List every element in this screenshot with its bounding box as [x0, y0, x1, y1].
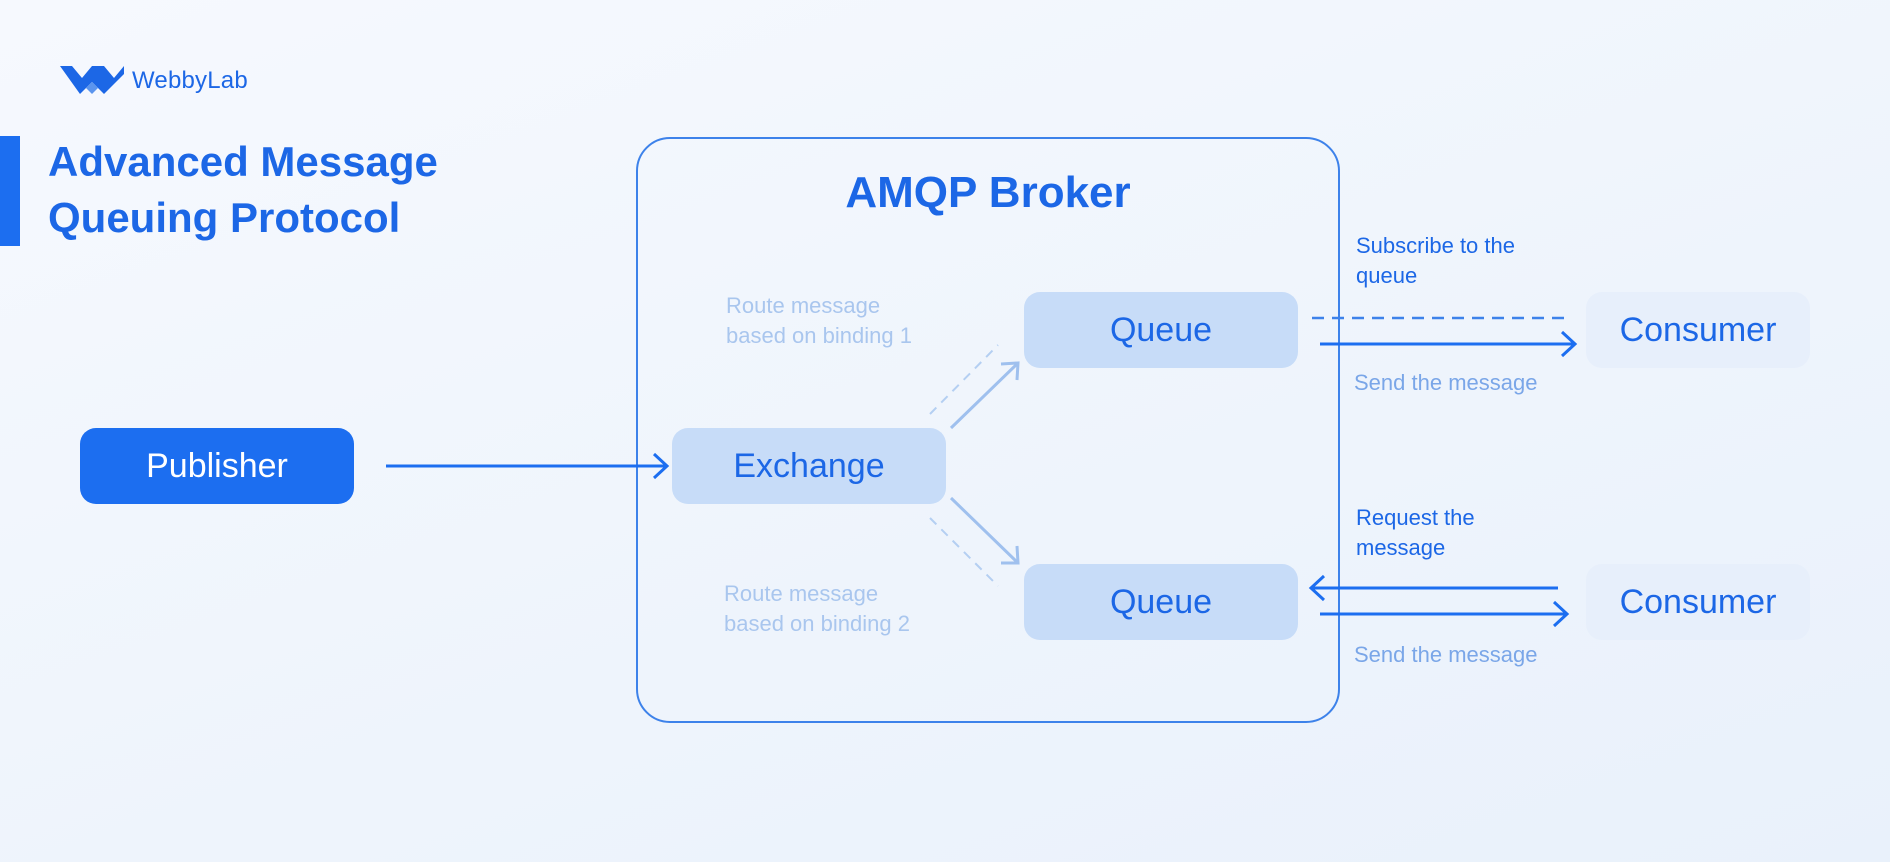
route-binding-2-line-2: based on binding 2: [724, 611, 910, 636]
arrowhead-exchange-to-queue-1: [1000, 361, 1020, 381]
send-message-label-2: Send the message: [1354, 642, 1538, 667]
logo-text: WebbyLab: [132, 67, 248, 94]
arrowhead-queue-1-to-consumer-1: [1560, 330, 1578, 358]
dashed-binding-2: [929, 517, 999, 587]
webbylab-logo-icon: [60, 66, 124, 94]
queue-node-1: Queue: [1024, 292, 1298, 368]
arrowhead-consumer-2-to-queue-2: [1308, 574, 1326, 602]
amqp-broker-container: [636, 137, 1340, 723]
title-accent-bar: [0, 136, 20, 246]
subscribe-label-line-2: queue: [1356, 263, 1418, 288]
arrowhead-publisher-to-exchange: [652, 452, 670, 480]
page-title-line-1: Advanced Message: [48, 138, 438, 185]
request-label: Request the message: [1356, 503, 1596, 563]
request-label-line-1: Request the: [1356, 505, 1475, 530]
arrow-exchange-to-queue-1: [949, 362, 1019, 430]
page-title-line-2: Queuing Protocol: [48, 194, 401, 241]
route-binding-1-line-2: based on binding 1: [726, 323, 912, 348]
page-title: Advanced Message Queuing Protocol: [48, 134, 608, 246]
route-binding-1-line-1: Route message: [726, 293, 881, 318]
route-binding-1-label: Route message based on binding 1: [726, 291, 986, 351]
broker-title: AMQP Broker: [845, 168, 1131, 217]
logo: WebbyLab: [60, 58, 250, 102]
arrow-exchange-to-queue-2: [949, 496, 1019, 564]
dashed-binding-1: [929, 344, 999, 415]
subscribe-label-line-1: Subscribe to the: [1356, 233, 1515, 258]
send-message-label-1: Send the message: [1354, 370, 1538, 395]
consumer-node-1: Consumer: [1586, 292, 1810, 368]
route-binding-2-label: Route message based on binding 2: [724, 579, 984, 639]
queue-node-2: Queue: [1024, 564, 1298, 640]
publisher-node: Publisher: [80, 428, 354, 504]
subscribe-label: Subscribe to the queue: [1356, 231, 1596, 291]
arrowhead-queue-2-to-consumer-2: [1552, 600, 1570, 628]
consumer-node-2: Consumer: [1586, 564, 1810, 640]
exchange-node: Exchange: [672, 428, 946, 504]
route-binding-2-line-1: Route message: [724, 581, 879, 606]
request-label-line-2: message: [1356, 535, 1446, 560]
arrowhead-exchange-to-queue-2: [1001, 545, 1020, 565]
